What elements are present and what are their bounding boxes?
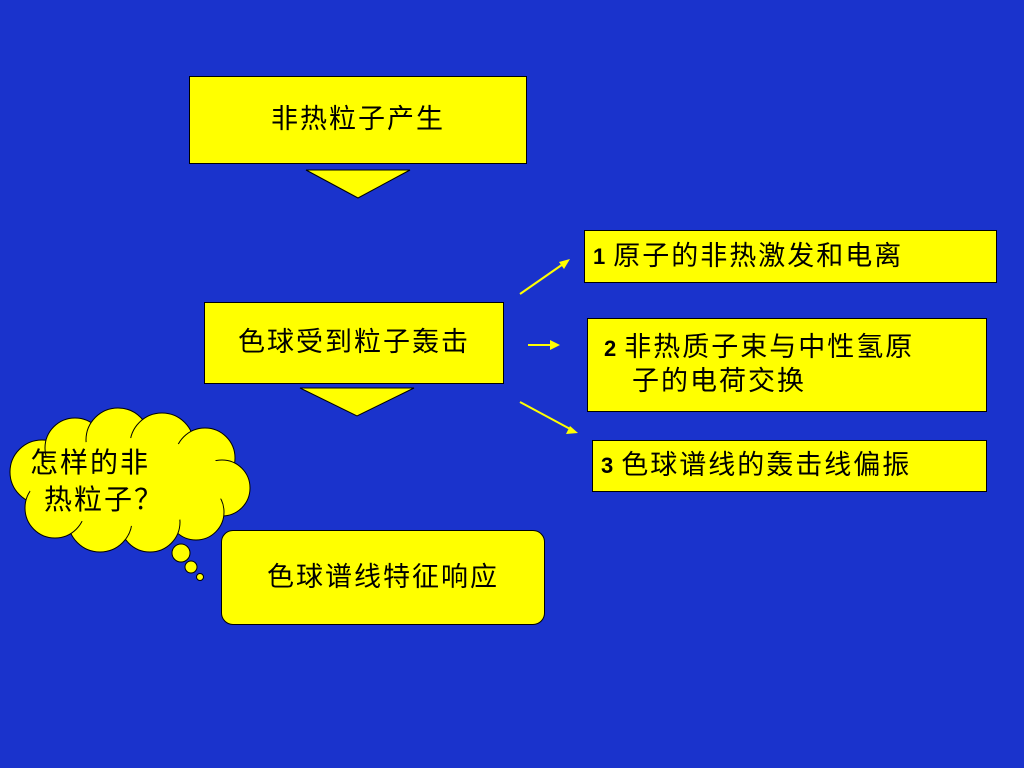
effect-1-text: 原子的非热激发和电离 xyxy=(613,240,904,272)
effect-1-number: 1 xyxy=(593,243,606,269)
effect-2-line2: 子的电荷交换 xyxy=(632,366,806,397)
source-box: 非热粒子产生 xyxy=(189,76,527,164)
effect-box-1: 1 原子的非热激发和电离 xyxy=(584,230,997,283)
effect-2-number: 2 xyxy=(604,336,617,362)
effect-box-2: 2 非热质子束与中性氢原 子的电荷交换 xyxy=(587,318,987,412)
thought-bubbles xyxy=(171,543,204,581)
thought-line-2: 热粒子？ xyxy=(44,482,165,516)
response-box: 色球谱线特征响应 xyxy=(221,530,545,625)
response-text: 色球谱线特征响应 xyxy=(267,561,499,593)
effect-3-text: 色球谱线的轰击线偏振 xyxy=(621,450,912,482)
effect-2-line1: 2 非热质子束与中性氢原 xyxy=(604,331,914,365)
source-text: 非热粒子产生 xyxy=(271,104,445,136)
arrow-to-effect-3 xyxy=(519,401,578,434)
effect-box-3: 3 色球谱线的轰击线偏振 xyxy=(592,440,987,492)
arrow-to-effect-1 xyxy=(519,259,570,295)
arrow-to-effect-2 xyxy=(528,340,560,350)
thought-line-1: 怎样的非 xyxy=(30,446,151,479)
effect-2-line1-text: 非热质子束与中性氢原 xyxy=(624,332,915,364)
process-text: 色球受到粒子轰击 xyxy=(238,327,470,359)
thought-cloud-text: 怎样的非 热粒子？ xyxy=(30,445,210,519)
down-block-arrow-1 xyxy=(305,169,411,199)
thought-cloud-fill xyxy=(28,438,228,526)
process-box: 色球受到粒子轰击 xyxy=(204,302,504,384)
effect-3-number: 3 xyxy=(601,453,614,479)
down-block-arrow-2 xyxy=(299,387,415,417)
